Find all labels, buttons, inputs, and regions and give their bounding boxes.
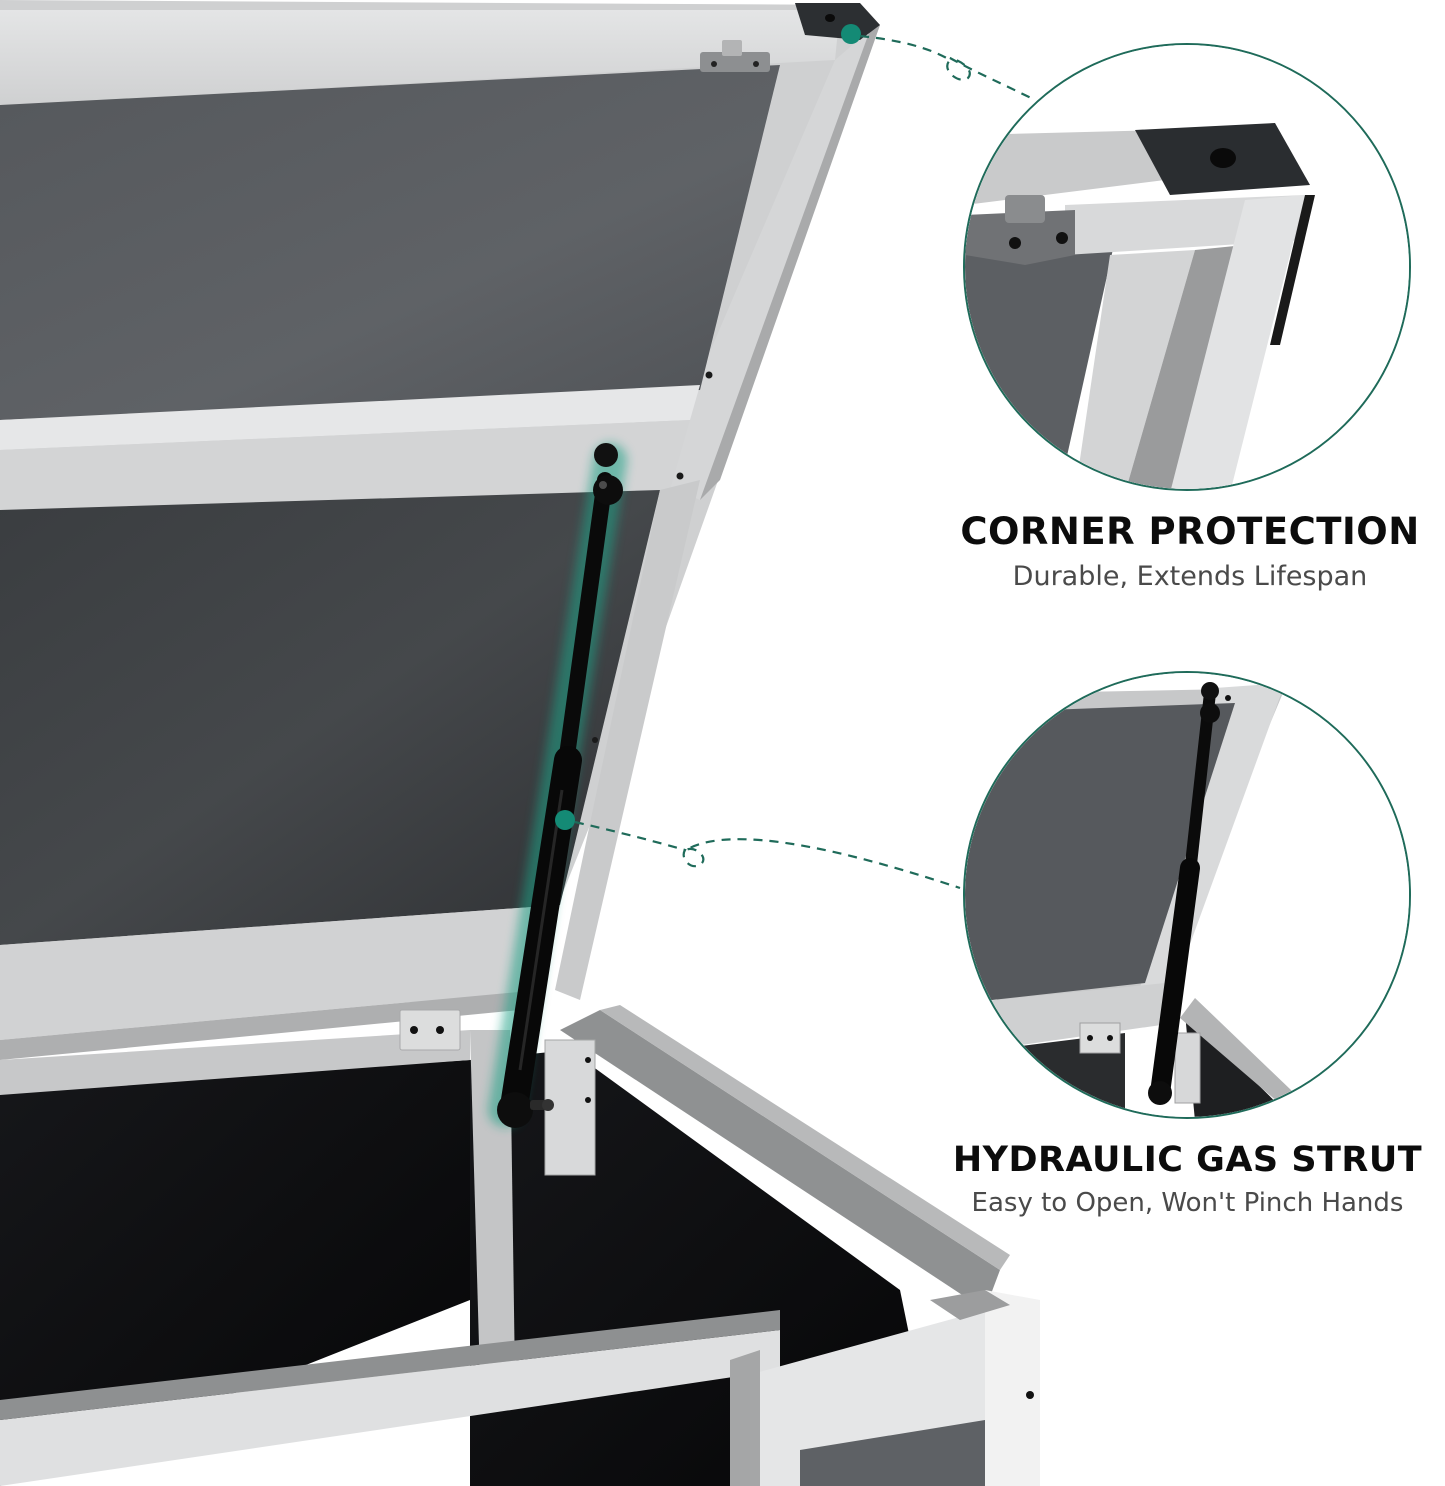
corner-cap-detail-icon xyxy=(965,45,1409,489)
corner-protection-title: CORNER PROTECTION xyxy=(960,510,1420,553)
corner-protection-caption: CORNER PROTECTION Durable, Extends Lifes… xyxy=(940,510,1440,592)
gas-strut-title: HYDRAULIC GAS STRUT xyxy=(952,1140,1423,1180)
callout-dot-strut xyxy=(555,810,575,830)
lid-lower-panel xyxy=(0,490,660,945)
gas-strut-detail-icon xyxy=(965,673,1409,1117)
gas-strut-caption: HYDRAULIC GAS STRUT Easy to Open, Won't … xyxy=(930,1140,1445,1218)
gas-strut-detail-circle xyxy=(963,671,1411,1119)
corner-protection-subtitle: Durable, Extends Lifespan xyxy=(1012,561,1368,592)
corner-protection-detail-circle xyxy=(963,43,1411,491)
box-front-rail xyxy=(0,1330,780,1486)
gas-strut-subtitle: Easy to Open, Won't Pinch Hands xyxy=(971,1188,1404,1218)
corner-cap xyxy=(795,3,880,40)
latch xyxy=(700,52,770,72)
box-interior xyxy=(0,1060,470,1486)
box-side-rail xyxy=(560,1010,1000,1310)
callout-dot-corner xyxy=(841,24,861,44)
leader-line-corner xyxy=(859,34,1036,101)
leader-line-strut xyxy=(574,820,961,890)
lid-upper-panel xyxy=(0,65,780,420)
